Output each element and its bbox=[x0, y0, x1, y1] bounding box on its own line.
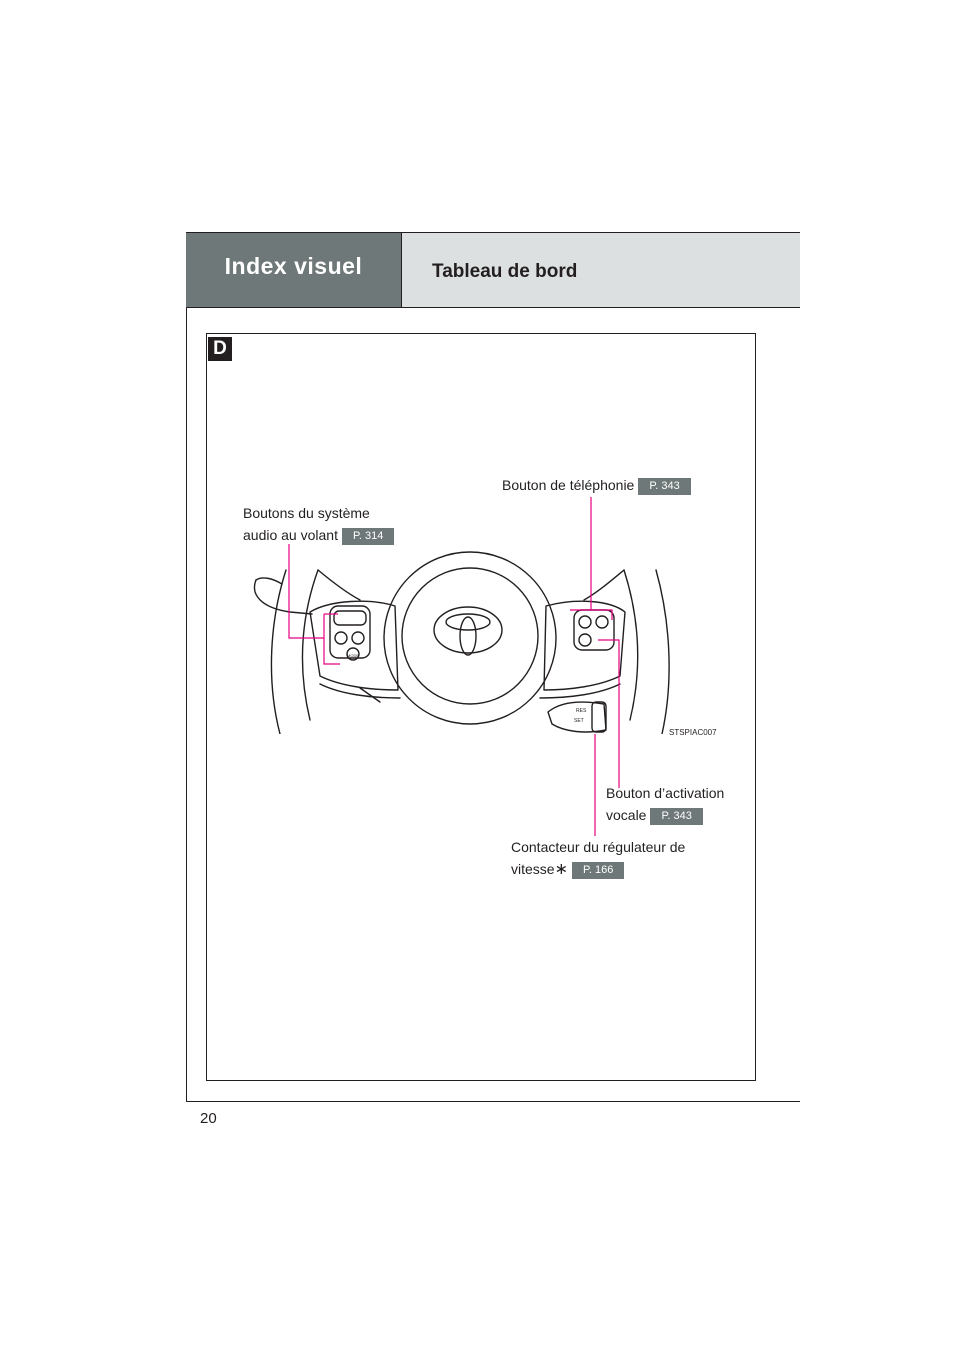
voice-callout-line bbox=[598, 639, 620, 788]
phone-page-ref[interactable]: P. 343 bbox=[638, 478, 691, 495]
header-bar: Index visuel Tableau de bord bbox=[186, 232, 800, 308]
emblem-vertical bbox=[459, 616, 477, 656]
audio-switch-pad bbox=[329, 605, 371, 659]
left-stalk bbox=[253, 579, 313, 615]
set-label: SET bbox=[574, 718, 584, 724]
bottom-rule bbox=[186, 1101, 800, 1102]
section-title: Index visuel bbox=[224, 253, 363, 279]
voice-page-ref[interactable]: P. 343 bbox=[650, 808, 703, 825]
phone-button-label: Bouton de téléphonie bbox=[502, 477, 635, 493]
rim-right-outer bbox=[655, 569, 670, 734]
audio-buttons-label-line2: audio au volant bbox=[243, 527, 338, 543]
asterisk-icon: ∗ bbox=[554, 861, 568, 878]
rim-top-left bbox=[317, 569, 361, 601]
voice-button-label-line2: vocale bbox=[606, 807, 647, 823]
cruise-switch-callout: Contacteur du régulateur de vitesse∗P. 1… bbox=[511, 836, 685, 881]
hub-inner bbox=[401, 567, 539, 705]
cruise-switch-label-line1: Contacteur du régulateur de bbox=[511, 839, 686, 855]
res-label: RES bbox=[576, 708, 587, 714]
cruise-switch-label-line2: vitesse bbox=[511, 861, 555, 877]
rim-right-inner bbox=[623, 569, 639, 721]
figure-marker: D bbox=[208, 337, 232, 361]
emblem-outer bbox=[433, 606, 503, 654]
audio-page-ref[interactable]: P. 314 bbox=[341, 528, 395, 545]
mode-label: MODE bbox=[347, 653, 359, 658]
figure-box bbox=[206, 333, 756, 1081]
page-number: 20 bbox=[200, 1110, 217, 1127]
emblem-horizontal bbox=[445, 613, 491, 631]
rim-left-outer bbox=[270, 569, 287, 734]
hub-outer bbox=[383, 551, 557, 725]
audio-callout-line bbox=[288, 544, 324, 639]
voice-button-label-line1: Bouton d’activation bbox=[606, 785, 725, 801]
rim-left-inner bbox=[301, 569, 319, 721]
image-code: STSPIAC007 bbox=[669, 728, 717, 737]
audio-buttons-label-line1: Boutons du système bbox=[243, 505, 370, 521]
cruise-page-ref[interactable]: P. 166 bbox=[571, 862, 625, 879]
rim-top-right bbox=[583, 569, 625, 601]
chapter-title: Tableau de bord bbox=[432, 261, 578, 282]
left-spoke bbox=[309, 600, 399, 691]
right-spoke bbox=[543, 600, 626, 691]
page-frame bbox=[186, 232, 801, 1102]
section-tab: Index visuel bbox=[186, 233, 402, 307]
